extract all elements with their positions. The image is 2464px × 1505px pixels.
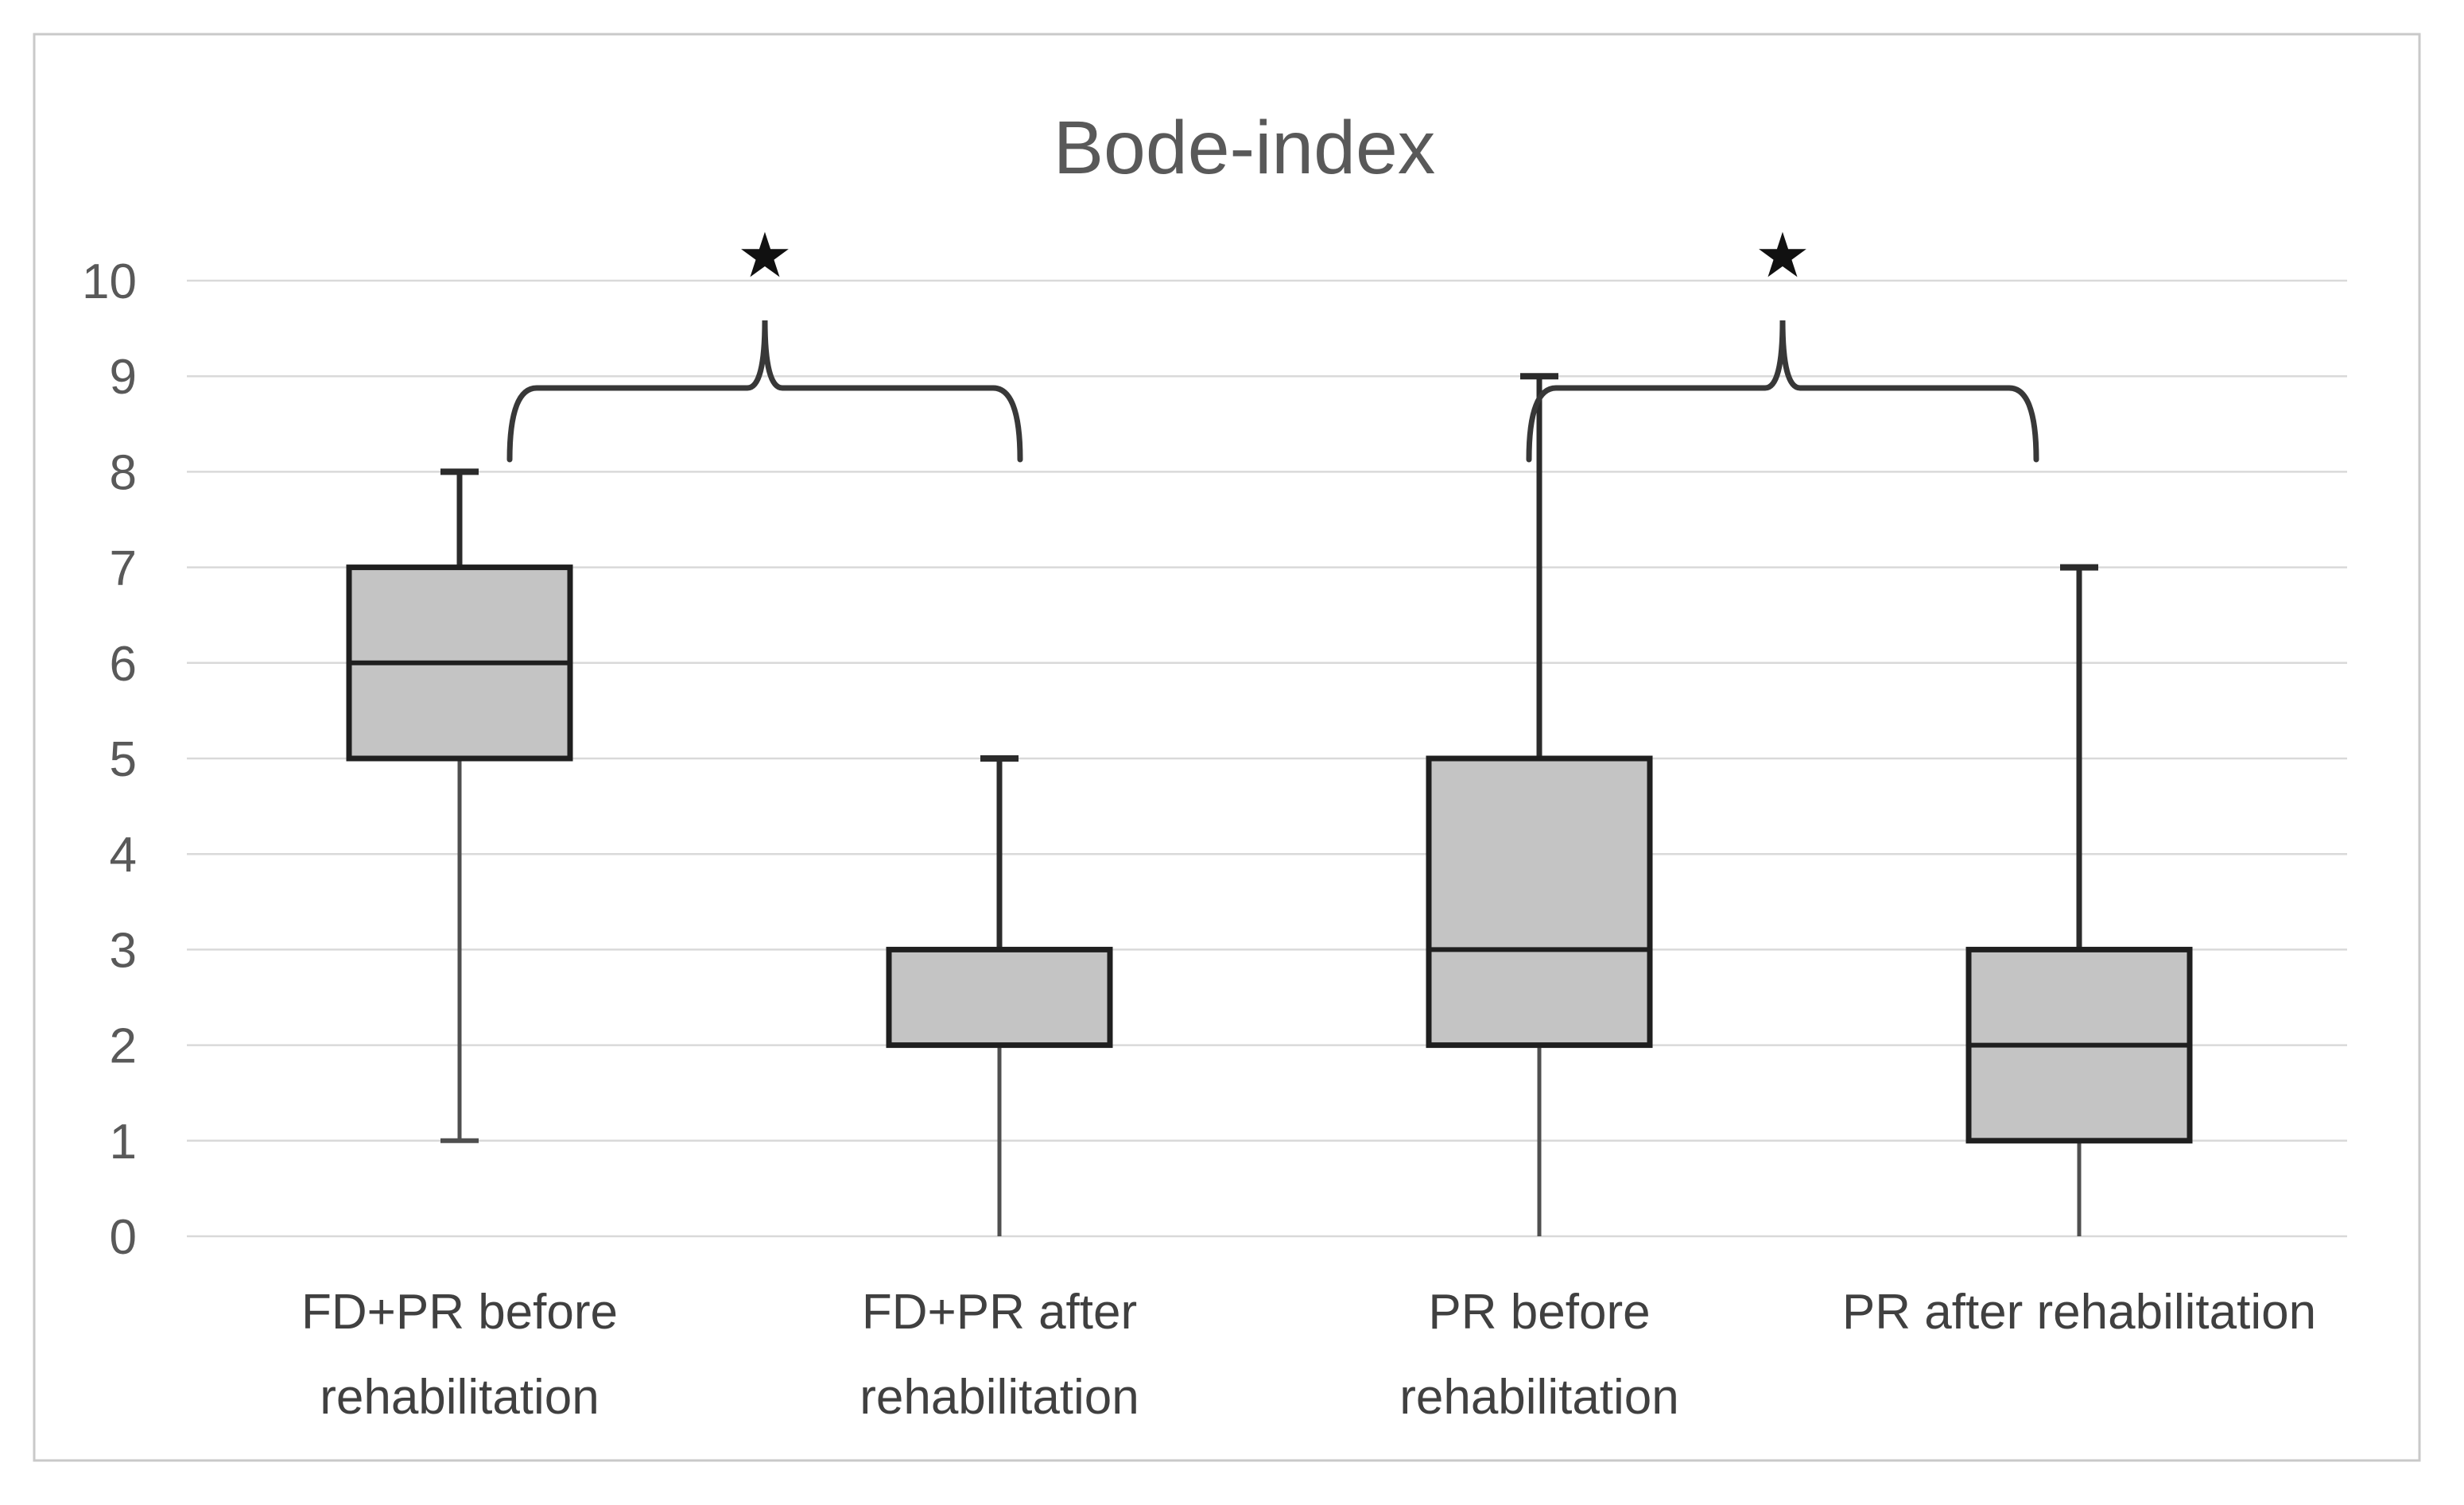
y-tick-label-0: 0 [110, 1210, 137, 1265]
y-tick-label-6: 6 [110, 637, 137, 692]
significance-bracket-1: ★ [506, 220, 1023, 463]
category-label-pr-after-rehabilitation: PR after rehabilitation [1842, 1285, 2316, 1340]
category-label-line: rehabilitation [1399, 1370, 1679, 1425]
category-label-line: FD+PR before [301, 1285, 618, 1340]
iqr-box [1426, 755, 1653, 1049]
significance-star-icon: ★ [1755, 220, 1810, 292]
y-tick-label-3: 3 [110, 923, 137, 978]
category-label-line: PR after rehabilitation [1842, 1285, 2316, 1340]
y-tick-label-9: 9 [110, 350, 137, 405]
category-label-line: PR before [1428, 1285, 1650, 1340]
chart-title: Bode-index [1054, 106, 1436, 190]
box-plot-fd-pr-after-rehabilitation [886, 755, 1113, 1236]
box-plot-pr-before-rehabilitation [1426, 373, 1653, 1236]
category-label-line: FD+PR after [862, 1285, 1137, 1340]
box-plot-pr-after-rehabilitation [1965, 564, 2193, 1236]
y-tick-label-2: 2 [110, 1019, 137, 1074]
category-label-line: rehabilitation [859, 1370, 1139, 1425]
significance-star-icon: ★ [737, 220, 793, 292]
category-label-fd-pr-before-rehabilitation: FD+PR before rehabilitation [301, 1285, 618, 1425]
y-tick-label-10: 10 [82, 254, 137, 309]
y-tick-label-7: 7 [110, 541, 137, 596]
category-label-fd-pr-after-rehabilitation: FD+PR after rehabilitation [859, 1285, 1139, 1425]
significance-bracket-2: ★ [1526, 220, 2039, 463]
figure-border [33, 33, 2421, 1462]
y-axis-tick-labels: 0 1 2 3 4 5 6 7 8 9 10 [82, 254, 137, 1265]
curly-bracket [1526, 320, 2039, 463]
x-axis-category-labels: FD+PR before rehabilitation FD+PR after reh… [301, 1285, 2316, 1425]
y-tick-label-5: 5 [110, 732, 137, 787]
category-label-pr-before-rehabilitation: PR before rehabilitation [1399, 1285, 1679, 1425]
box-plots [346, 373, 2193, 1236]
category-label-line: rehabilitation [320, 1370, 600, 1425]
y-tick-label-8: 8 [110, 445, 137, 500]
significance-annotations: ★★ [506, 220, 2039, 463]
box-plot-fd-pr-before-rehabilitation [346, 468, 573, 1143]
y-tick-label-1: 1 [110, 1115, 137, 1169]
y-tick-label-4: 4 [110, 828, 137, 882]
iqr-box [886, 946, 1113, 1049]
curly-bracket [506, 320, 1023, 463]
